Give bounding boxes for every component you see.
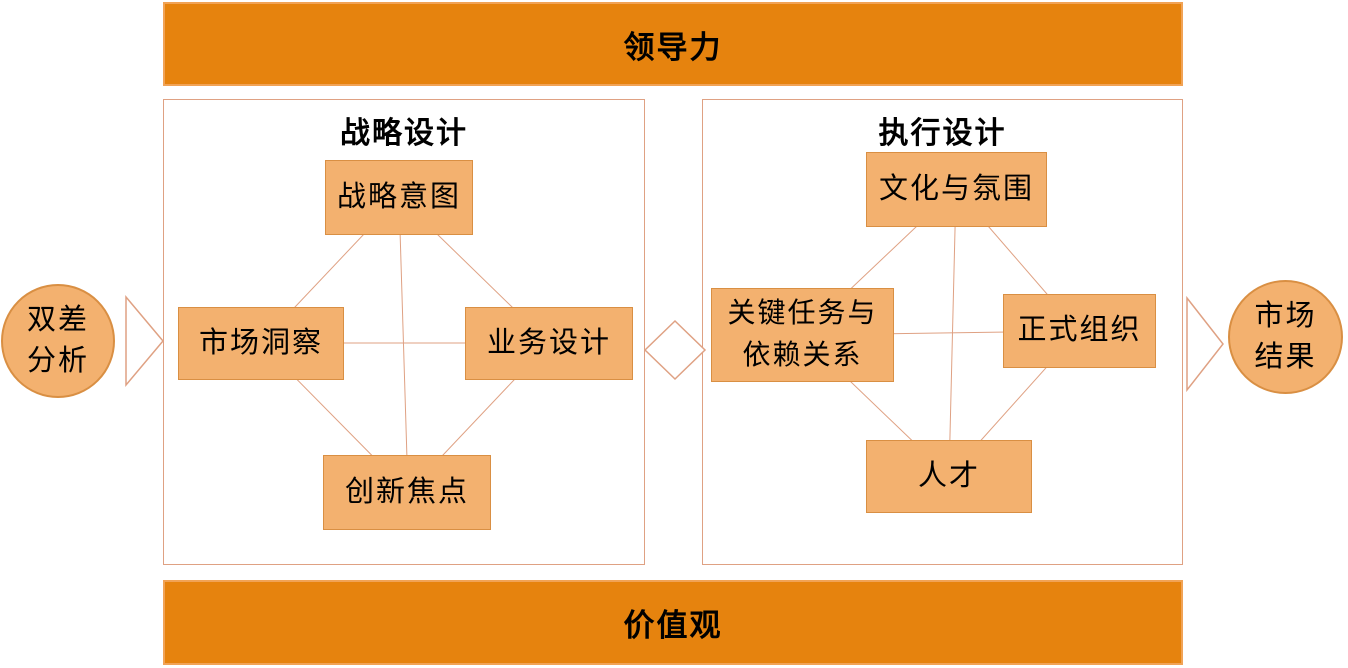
node-key-tasks-dependencies: 关键任务与 依赖关系: [711, 288, 894, 382]
gap-analysis-circle: 双差 分析: [1, 284, 115, 398]
right-arrow-icon: [1186, 295, 1224, 393]
node-talent: 人才: [866, 440, 1032, 513]
node-formal-organization: 正式组织: [1003, 294, 1156, 368]
market-results-line2: 结果: [1254, 341, 1317, 373]
strategy-design-panel: 战略设计: [163, 99, 645, 565]
strategy-design-title: 战略设计: [340, 117, 468, 150]
diamond-connector-icon: [643, 319, 707, 381]
node-business-design: 业务设计: [465, 307, 633, 380]
node-strategic-intent: 战略意图: [325, 160, 473, 235]
leadership-bar-label: 领导力: [623, 29, 723, 65]
leadership-bar: 领导力: [163, 2, 1183, 86]
gap-analysis-line2: 分析: [26, 345, 89, 377]
node-market-insight: 市场洞察: [178, 307, 344, 380]
node-key-tasks-line2: 依赖关系: [742, 340, 863, 371]
values-bar-label: 价值观: [623, 608, 723, 643]
node-key-tasks-line1: 关键任务与: [727, 298, 878, 329]
gap-analysis-line1: 双差: [26, 304, 89, 337]
values-bar: 价值观: [163, 580, 1183, 665]
market-results-circle: 市场 结果: [1228, 280, 1343, 394]
node-innovation-focus: 创新焦点: [323, 455, 491, 530]
left-arrow-icon: [125, 294, 164, 388]
node-culture-climate: 文化与氛围: [866, 152, 1047, 227]
execution-design-panel: 执行设计: [702, 99, 1183, 565]
execution-design-title: 执行设计: [878, 117, 1007, 150]
market-results-line1: 市场: [1254, 300, 1317, 333]
